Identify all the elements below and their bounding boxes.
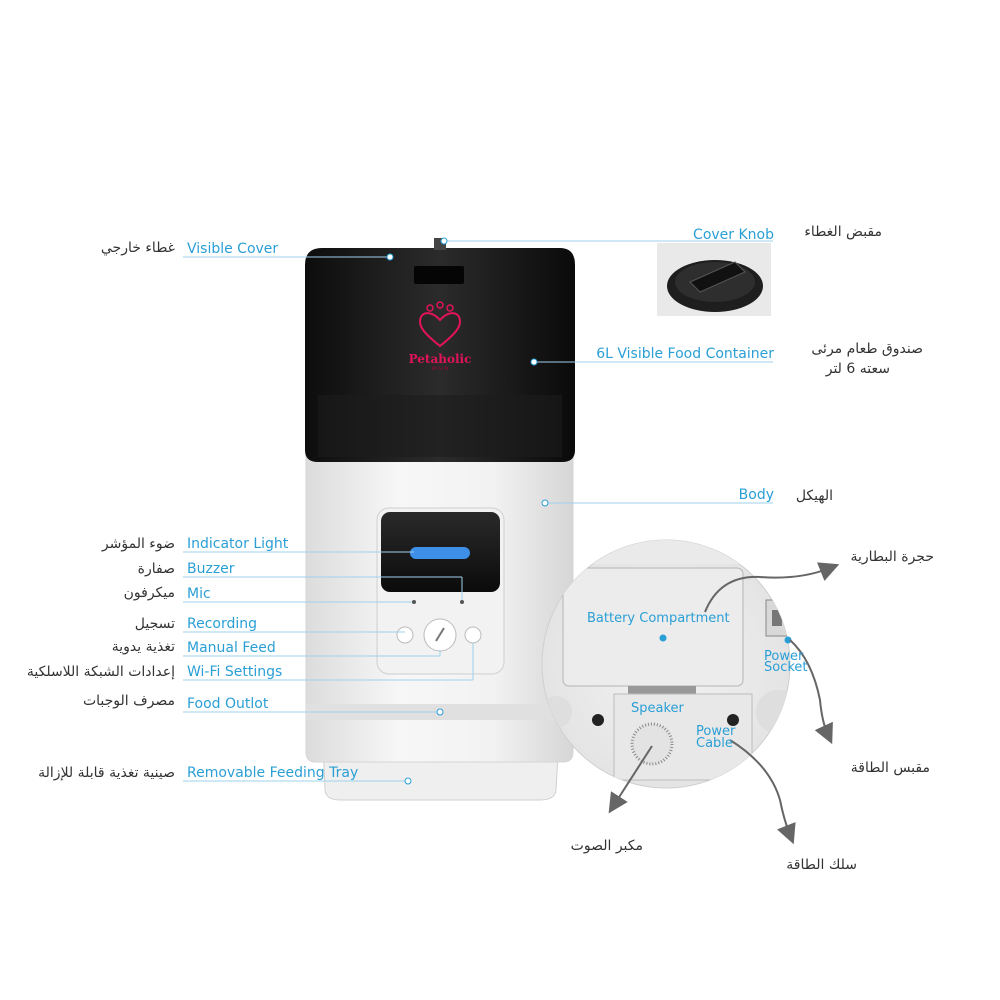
- label-mic: Mic: [187, 586, 211, 602]
- label-visible-cover: Visible Cover: [187, 241, 279, 257]
- brand-logo: Petaholic BY A.I.M: [395, 300, 485, 380]
- callout-arrows: [608, 562, 840, 845]
- label-feeding-tray: Removable Feeding Tray: [187, 765, 359, 781]
- label-manual-feed-ar: تغذية يدوية: [111, 639, 175, 655]
- recording-button[interactable]: [396, 626, 414, 644]
- label-wifi-settings: Wi-Fi Settings: [187, 664, 283, 680]
- brand-tagline: BY A.I.M: [431, 366, 449, 371]
- speaker-grille: [630, 722, 674, 766]
- label-speaker: Speaker: [631, 701, 684, 716]
- cover-knob-photo: [657, 243, 771, 316]
- label-battery-compartment-ar: حجرة البطارية: [850, 549, 935, 565]
- label-battery-compartment: Battery Compartment: [587, 611, 730, 626]
- manual-feed-icon: [435, 627, 445, 642]
- label-food-container-ar-2: سعته 6 لتر: [825, 361, 890, 377]
- label-cover-knob-ar: مقبض الغطاء: [804, 224, 882, 240]
- label-cover-knob: Cover Knob: [693, 227, 774, 243]
- label-power-socket-2: Socket: [764, 660, 808, 675]
- indicator-light: [410, 547, 470, 559]
- label-food-container-ar-1: صندوق طعام مرئى: [811, 341, 923, 357]
- label-mic-ar: ميكرفون: [123, 585, 175, 601]
- label-visible-cover-ar: غطاء خارجي: [100, 240, 175, 256]
- label-recording-ar: تسجيل: [134, 616, 175, 632]
- label-recording: Recording: [187, 616, 258, 632]
- label-feeding-tray-ar: صينية تغذية قابلة للإزالة: [38, 765, 175, 781]
- label-buzzer: Buzzer: [187, 561, 235, 577]
- label-body: Body: [738, 487, 774, 503]
- buzzer-hole: [460, 600, 464, 604]
- label-power-cable-1: Power: [696, 724, 736, 739]
- label-wifi-settings-ar: إعدادات الشبكة اللاسلكية: [26, 664, 175, 680]
- label-indicator-light: Indicator Light: [187, 536, 289, 552]
- label-food-container: 6L Visible Food Container: [596, 346, 774, 362]
- label-power-socket-1: Power: [764, 649, 804, 664]
- control-panel: [376, 507, 505, 675]
- label-buzzer-ar: صفارة: [137, 561, 175, 577]
- label-indicator-light-ar: ضوء المؤشر: [101, 536, 175, 552]
- wifi-button[interactable]: [464, 626, 482, 644]
- label-speaker-ar: مكبر الصوت: [570, 838, 643, 854]
- brand-name: Petaholic: [408, 352, 472, 366]
- label-power-socket-ar: مقبس الطاقة: [850, 760, 930, 776]
- battery-compartment-cover: [562, 567, 744, 687]
- food-container: [305, 248, 575, 462]
- label-manual-feed: Manual Feed: [187, 640, 276, 656]
- leader-lines: [183, 237, 773, 785]
- label-food-outlet: Food Outlot: [187, 696, 269, 712]
- label-power-cable-ar: سلك الطاقة: [786, 857, 857, 873]
- label-power-cable-2: Cable: [696, 736, 733, 751]
- label-body-ar: الهيكل: [795, 488, 833, 504]
- paw-heart-icon: [419, 301, 461, 348]
- label-food-outlet-ar: مصرف الوجبات: [82, 693, 175, 709]
- mic-hole: [412, 600, 416, 604]
